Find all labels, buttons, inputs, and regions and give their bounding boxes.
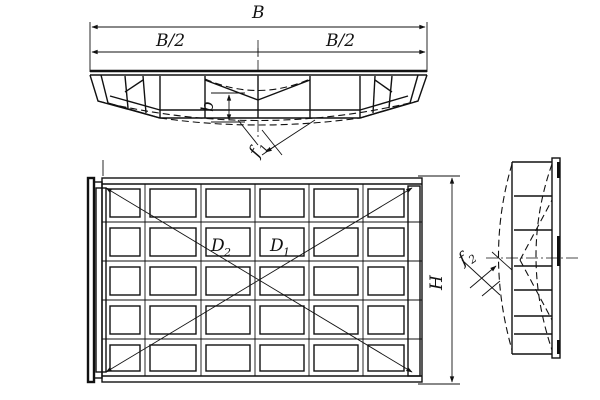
label-D2: D 2 — [210, 236, 231, 259]
label-D1-letter: D — [269, 236, 284, 256]
dim-f2-line — [469, 265, 497, 289]
label-D2-sub: 2 — [223, 246, 231, 259]
plan-view: H — [86, 160, 460, 385]
label-D2-letter: D — [210, 236, 225, 256]
label-B: B — [251, 3, 265, 23]
label-half-right: B/2 — [325, 31, 355, 51]
frame-left-flange — [86, 176, 96, 384]
girder-outline — [89, 74, 428, 119]
label-b: b — [198, 101, 218, 112]
plan-outline — [101, 177, 423, 383]
plan-grid-cells — [109, 188, 405, 372]
label-D1: D 1 — [269, 236, 290, 259]
top-view: B B/2 B/2 — [89, 3, 428, 162]
label-half-left: B/2 — [155, 31, 185, 51]
label-f2: f 2 — [453, 248, 480, 271]
side-view: f 2 — [453, 157, 580, 359]
diagonal-D2 — [105, 187, 413, 373]
deflected-shape — [97, 100, 419, 121]
side-deflected-shape — [497, 163, 513, 351]
label-D1-sub: 1 — [283, 246, 290, 259]
label-f1: f 1 — [244, 142, 272, 162]
label-H: H — [427, 274, 447, 291]
